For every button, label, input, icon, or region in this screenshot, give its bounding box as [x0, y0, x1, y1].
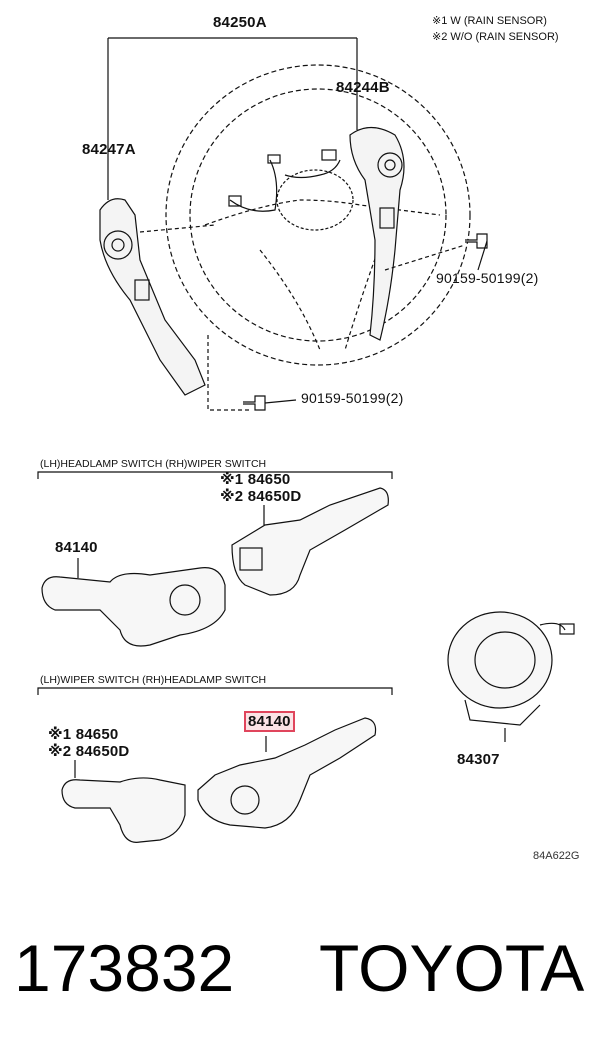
- part-label-84250A: 84250A: [213, 14, 267, 31]
- diagram-reference: 84A622G: [533, 850, 580, 862]
- footer-brand: TOYOTA: [319, 931, 585, 1005]
- section-title-bottom: (LH)WIPER SWITCH (RH)HEADLAMP SWITCH: [40, 674, 267, 686]
- part-label-sec2-84140: 84140: [244, 711, 295, 732]
- section-title-top: (LH)HEADLAMP SWITCH (RH)WIPER SWITCH: [40, 458, 267, 470]
- sec1-wiper-switch-shape: [231, 487, 389, 596]
- footer-part-number: 173832: [14, 931, 235, 1005]
- note-no-rain-sensor: ※2 W/O (RAIN SENSOR): [432, 31, 559, 43]
- part-label-sec1-84650D: ※2 84650D: [220, 488, 302, 505]
- part-label-sec2-84650D: ※2 84650D: [48, 743, 130, 760]
- part-label-84247A: 84247A: [82, 141, 136, 158]
- note-rain-sensor: ※1 W (RAIN SENSOR): [432, 15, 547, 27]
- bolt-lower-shape: [243, 395, 266, 411]
- part-label-bolt-lower: 90159-50199(2): [301, 390, 404, 406]
- part-label-sec2-84650: ※1 84650: [48, 726, 119, 743]
- part-label-sec1-84650: ※1 84650: [220, 471, 291, 488]
- sec1-headlamp-switch-shape: [41, 567, 226, 647]
- switch-left-shape: [99, 198, 206, 396]
- spiral-cable-shape: [447, 611, 553, 709]
- bolt-upper-shape: [465, 233, 488, 249]
- steering-wheel-rim: [165, 64, 471, 366]
- highlighted-part-number: 84140: [244, 711, 295, 732]
- part-label-sec1-84140: 84140: [55, 539, 98, 556]
- part-label-84244B: 84244B: [336, 79, 390, 96]
- part-label-bolt-upper: 90159-50199(2): [436, 270, 539, 286]
- sec2-wiper-switch-shape: [61, 777, 186, 843]
- switch-right-shape: [349, 126, 405, 341]
- part-label-84307: 84307: [457, 751, 500, 768]
- sec2-headlamp-switch-shape: [197, 717, 377, 829]
- bracket-84250A: [107, 37, 358, 200]
